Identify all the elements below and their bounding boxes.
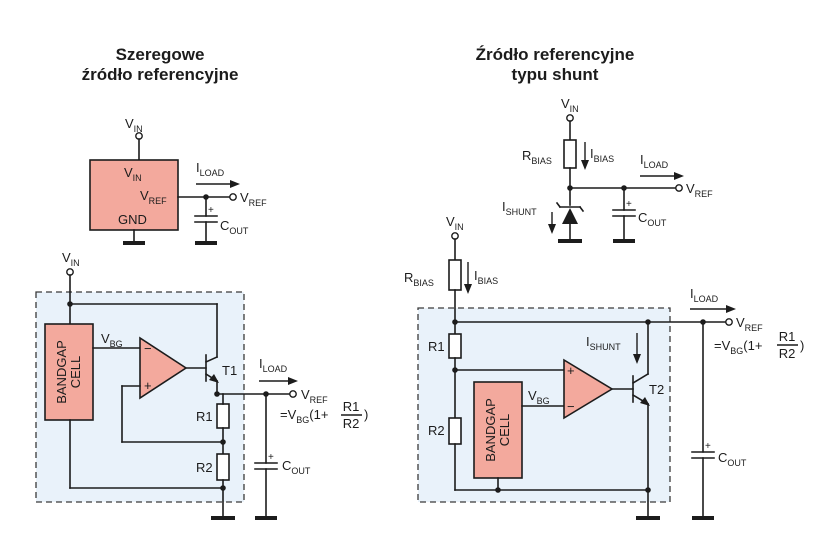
vbg-label-2: VBG — [528, 388, 550, 406]
ic-gnd-label: GND — [118, 212, 147, 227]
bandgap-gnd-junction — [495, 487, 501, 493]
ibias-label: IBIAS — [590, 146, 614, 164]
r1-label: R1 — [196, 409, 213, 424]
opamp1-minus: − — [144, 341, 152, 356]
equation-close: ) — [364, 407, 368, 422]
r2-label: R2 — [196, 460, 213, 475]
bandgap-cell-block-1 — [44, 323, 94, 421]
zener-bar-tip-left — [555, 201, 562, 209]
resistor-r2 — [216, 453, 230, 481]
ishunt-arrowhead — [548, 224, 556, 234]
equation-numerator-2: R1 — [779, 329, 796, 344]
series-title-line1: Szeregowe — [116, 45, 205, 64]
ishunt-label: ISHUNT — [502, 199, 537, 217]
cout-plus-3: + — [626, 199, 632, 210]
iload-label-4: ILOAD — [690, 286, 719, 304]
zener-diode — [562, 208, 578, 224]
vref-label-4: VREF — [736, 315, 763, 333]
equation-prefix-2: =VBG(1+ — [714, 338, 762, 356]
series-ic-circuit: VIN VIN VREF GND VREF ILOAD + COUT — [89, 116, 267, 245]
opamp2-minus: − — [567, 399, 575, 414]
equation-close-2: ) — [800, 338, 804, 353]
series-title-line2: źródło referencyjne — [82, 65, 239, 84]
ic-vin-label: VIN — [124, 165, 142, 183]
cout-label: COUT — [220, 218, 249, 236]
iload-label-2: ILOAD — [259, 356, 288, 374]
iload-label: ILOAD — [196, 160, 225, 178]
vbg-label: VBG — [101, 331, 123, 349]
cap-plus: + — [208, 205, 214, 216]
vref-terminal-2 — [289, 390, 297, 398]
bandgap-text-2: BANDGAP — [483, 398, 498, 462]
resistor-rbias — [563, 139, 577, 169]
cout-plus-4: + — [705, 441, 711, 452]
equation-numerator: R1 — [343, 399, 360, 414]
rbias-label-4: RBIAS — [404, 270, 434, 288]
shunt-implementation: VIN RBIAS IBIAS VREF ILOAD =VBG(1+ R1 R2… — [404, 214, 804, 520]
series-ic-block — [89, 159, 179, 231]
vin-label: VIN — [125, 116, 143, 134]
vref-label-3: VREF — [686, 181, 713, 199]
t1-label: T1 — [222, 363, 237, 378]
iload-arrowhead-3 — [674, 172, 684, 180]
vref-terminal — [229, 193, 237, 201]
r2-label-4: R2 — [428, 423, 445, 438]
equation-denominator-2: R2 — [779, 346, 796, 361]
equation-prefix: =VBG(1+ — [280, 407, 328, 425]
ibias-arrowhead — [581, 160, 589, 170]
iload-arrowhead — [230, 180, 240, 188]
vref-terminal-3 — [675, 184, 683, 192]
resistor-r1 — [216, 403, 230, 429]
shunt-title-line2: typu shunt — [512, 65, 599, 84]
vref-label-2: VREF — [301, 387, 328, 405]
bandgap-text-1: BANDGAP — [54, 340, 69, 404]
cout-label-4: COUT — [718, 450, 747, 468]
vref-terminal-4 — [725, 318, 733, 326]
r1-label-4: R1 — [428, 339, 445, 354]
shunt-title-line1: Źródło referencyjne — [476, 45, 635, 64]
vin-label-3: VIN — [561, 96, 579, 114]
resistor-r1-4 — [448, 333, 462, 359]
cout-label-2: COUT — [282, 458, 311, 476]
ishunt-arrowhead-4 — [633, 354, 641, 364]
equation-denominator: R2 — [343, 416, 360, 431]
vin-label-4: VIN — [446, 214, 464, 232]
rbias-label: RBIAS — [522, 148, 552, 166]
opamp-2 — [563, 358, 614, 420]
iload-label-3: ILOAD — [640, 152, 669, 170]
divider-junction — [220, 439, 226, 445]
ic-vref-label: VREF — [140, 188, 167, 206]
iload-arrowhead-4 — [726, 305, 736, 313]
cell-text-2: CELL — [497, 414, 512, 447]
cell-text-1: CELL — [68, 356, 83, 389]
cout-plus-2: + — [268, 452, 274, 463]
opamp2-plus: + — [567, 363, 575, 378]
opamp-1 — [139, 336, 188, 400]
t2-gnd-junction — [645, 487, 651, 493]
cout-label-3: COUT — [638, 210, 667, 228]
ibias-arrowhead-4 — [464, 284, 472, 294]
opamp1-plus: + — [144, 378, 152, 393]
ishunt-label-4: ISHUNT — [586, 334, 621, 352]
vref-label: VREF — [240, 190, 267, 208]
shunt-symbol-circuit: VIN RBIAS IBIAS VREF ILOAD ISHUNT + COUT — [502, 96, 713, 243]
ibias-label-4: IBIAS — [474, 268, 498, 286]
iload-arrowhead-2 — [288, 377, 298, 385]
bandgap-cell-block-2 — [473, 381, 523, 479]
resistor-rbias-4 — [448, 259, 462, 291]
resistor-r2-4 — [448, 417, 462, 445]
zener-bar-tip-right — [578, 205, 585, 213]
t2-collector-leg — [631, 372, 650, 385]
series-implementation: VIN BANDGAP CELL VBG − + T1 VREF ILOAD — [35, 250, 368, 520]
t1-collector-leg — [204, 355, 219, 364]
t2-label: T2 — [649, 382, 664, 397]
vin-label-2: VIN — [62, 250, 80, 268]
